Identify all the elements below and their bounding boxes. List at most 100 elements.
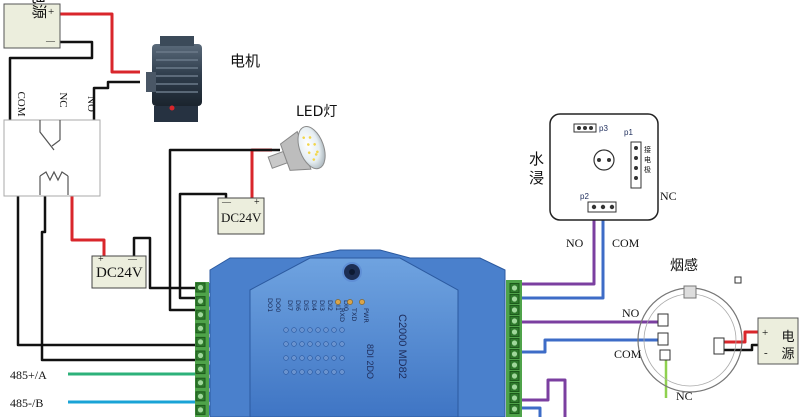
wire-relay-coil-black xyxy=(40,190,200,362)
indicator-led xyxy=(291,369,297,375)
di-indicator-label: DI1 xyxy=(334,300,342,311)
di-indicator-label: DI7 xyxy=(286,300,294,311)
water-p3: p3 xyxy=(599,124,608,133)
dc24v-left-plus: + xyxy=(98,254,104,265)
power-right-plus: + xyxy=(762,327,768,339)
indicator-led xyxy=(299,341,305,347)
indicator-led xyxy=(339,369,345,375)
wire-water-no xyxy=(522,212,596,286)
smoke-nc-label: NC xyxy=(676,389,693,403)
rs485-a-label: 485+/A xyxy=(10,368,47,382)
di-indicator-label: DI0 xyxy=(342,300,350,311)
indicator-led xyxy=(299,355,305,361)
wire-led-black xyxy=(168,148,280,312)
dc24v-left-minus: — xyxy=(127,254,138,264)
power-supply-left: 电源 + — xyxy=(3,0,61,49)
relay-com-label: COM xyxy=(15,91,27,116)
water-side-3: 极 xyxy=(644,165,651,174)
module-model: C2000 MD82 xyxy=(396,314,408,379)
dc24v-left: DC24V + — xyxy=(91,254,147,289)
indicator-led xyxy=(339,341,345,347)
power-right-label-1: 电 xyxy=(781,330,794,345)
wire-smoke-power-red xyxy=(718,330,760,344)
dc24v-top: DC24V — + xyxy=(217,197,265,235)
indicator-led xyxy=(283,327,289,333)
dc24v-top-minus: — xyxy=(221,197,232,207)
water-label-1: 水 xyxy=(529,150,544,168)
status-led-label: TXD xyxy=(350,307,358,321)
status-led xyxy=(359,299,365,305)
indicator-led xyxy=(323,355,329,361)
indicator-led xyxy=(291,355,297,361)
indicator-led xyxy=(299,369,305,375)
led-lamp: LED灯 xyxy=(267,104,337,171)
di-indicator-label: DI5 xyxy=(302,300,310,311)
indicator-led xyxy=(339,327,345,333)
relay-nc-label: NC xyxy=(57,92,69,107)
motor: 电机 xyxy=(140,22,260,128)
led-label: LED灯 xyxy=(296,104,337,120)
indicator-led xyxy=(331,355,337,361)
di-indicator-label: DI2 xyxy=(326,300,334,311)
water-p2: p2 xyxy=(580,192,589,201)
wire-module-bottom-blue xyxy=(522,406,542,417)
indicator-led xyxy=(315,369,321,375)
water-nc-label: NC xyxy=(660,189,677,203)
wires xyxy=(8,12,760,417)
indicator-led xyxy=(315,341,321,347)
smoke-com-label: COM xyxy=(614,347,642,361)
indicator-led xyxy=(299,327,305,333)
water-sensor: 水 浸 p3 p1 接 电 极 p2 NC NO COM xyxy=(529,113,677,250)
indicator-led xyxy=(307,355,313,361)
wire-module-bottom-purple xyxy=(522,378,567,417)
relay: COM NC NO xyxy=(3,91,101,197)
rs485-b-label: 485-/B xyxy=(10,396,43,410)
indicator-led xyxy=(331,327,337,333)
motor-label: 电机 xyxy=(230,52,260,70)
status-led-label: RXD xyxy=(338,308,346,322)
wire-dc-top-black xyxy=(178,192,228,300)
indicator-led xyxy=(323,327,329,333)
water-com-label: COM xyxy=(612,236,640,250)
indicator-led xyxy=(323,369,329,375)
indicator-led xyxy=(323,341,329,347)
smoke-sensor: 烟感 NO COM NC xyxy=(614,257,743,403)
do-indicator-label: DO1 xyxy=(266,298,274,312)
dc24v-top-label: DC24V xyxy=(221,210,262,225)
di-indicator-label: DI6 xyxy=(294,300,302,311)
indicator-led xyxy=(307,327,313,333)
indicator-led xyxy=(291,341,297,347)
di-indicator-label: DI4 xyxy=(310,300,318,311)
wire-power-to-motor xyxy=(60,12,158,74)
power-right-minus: - xyxy=(764,347,768,359)
di-indicator-label: DI3 xyxy=(318,300,326,311)
wire-smoke-com xyxy=(522,338,664,354)
power-right-label-2: 源 xyxy=(781,347,794,362)
module-spec: 8DI 2DO xyxy=(365,344,375,379)
water-no-label: NO xyxy=(566,236,584,250)
indicator-led xyxy=(339,355,345,361)
indicator-led xyxy=(291,327,297,333)
indicator-led xyxy=(315,327,321,333)
water-label-2: 浸 xyxy=(529,169,544,187)
power-left-label: 电源 xyxy=(30,0,48,19)
io-module: NC0COM0NO0NC1COM1NO1485+485-PEGND DI.COM… xyxy=(195,249,522,417)
indicator-led xyxy=(283,355,289,361)
power-left-plus: + xyxy=(48,6,54,18)
wire-water-com xyxy=(522,212,605,300)
wire-relay-coil-red xyxy=(70,190,106,256)
indicator-led xyxy=(307,369,313,375)
indicator-led xyxy=(283,369,289,375)
wire-dc-left-to-com1 xyxy=(16,195,200,347)
power-left-minus: — xyxy=(45,36,56,46)
rs485-labels: 485+/A 485-/B xyxy=(10,368,47,410)
indicator-led xyxy=(331,369,337,375)
relay-no-label: NO xyxy=(85,96,97,112)
indicator-led xyxy=(283,341,289,347)
status-led xyxy=(335,299,341,305)
dc24v-top-plus: + xyxy=(254,197,260,208)
water-side-1: 接 xyxy=(644,145,651,154)
wire-dc-left-to-module xyxy=(132,236,195,290)
